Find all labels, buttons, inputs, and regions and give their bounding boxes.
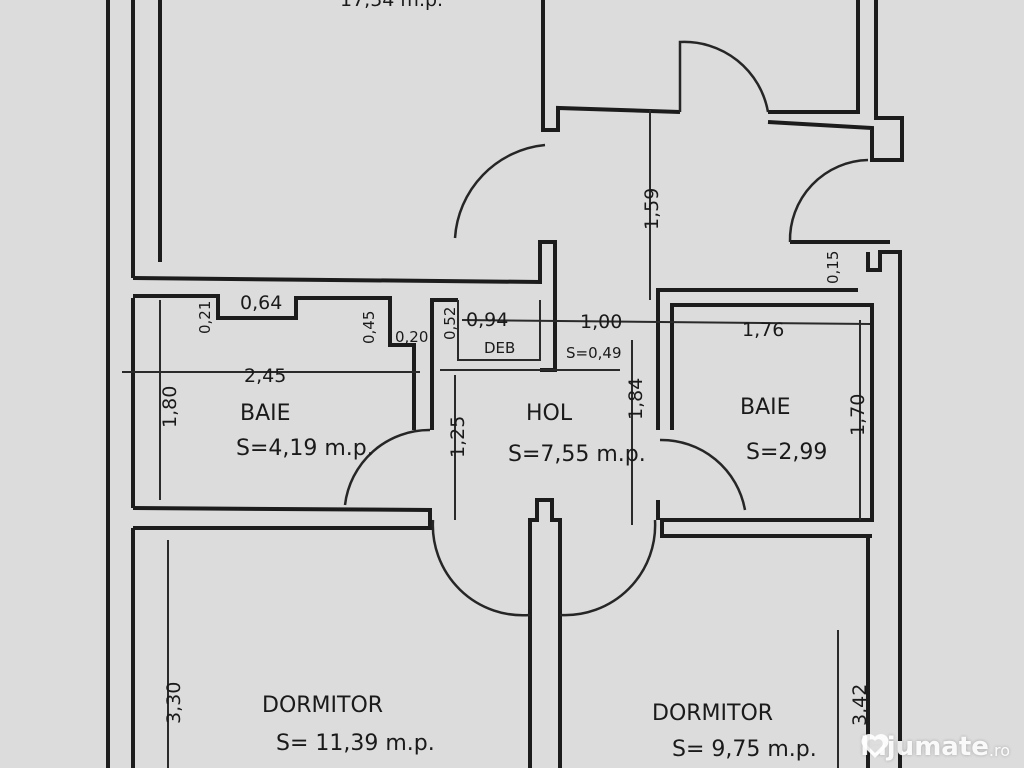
door-dormitor-left <box>431 519 531 617</box>
dim-label-1-25: 1,25 <box>447 416 469 458</box>
baie-left-name: BAIE <box>240 401 291 426</box>
top-room-area-label: 17,54 m.p. <box>340 0 443 11</box>
dim-label-0-20: 0,20 <box>395 328 428 346</box>
door-top-room <box>453 143 546 239</box>
baie-left-wall-top <box>133 294 416 430</box>
dormitor-left-area: S= 11,39 m.p. <box>276 731 435 756</box>
hol-wall-right-top <box>656 288 858 430</box>
baie-left-area: S=4,19 m.p. <box>236 436 374 461</box>
dim-label-0-94: 0,94 <box>466 309 508 331</box>
dim-label-1-00: 1,00 <box>580 311 622 333</box>
baie-right-name: BAIE <box>740 395 791 420</box>
dim-label-1-80: 1,80 <box>159 386 181 428</box>
recess-wall-right <box>768 0 860 114</box>
dormitor-right-area: S= 9,75 m.p. <box>672 737 817 762</box>
watermark: lajumate .ro <box>860 732 1010 762</box>
dim-label-2-45: 2,45 <box>244 365 286 387</box>
dormitor-left-name: DORMITOR <box>262 693 383 718</box>
dim-label-1-76: 1,76 <box>742 319 784 341</box>
door-right-corridor <box>788 158 869 243</box>
deb-area-label: S=0,49 <box>566 344 622 362</box>
watermark-tld: .ro <box>988 740 1010 760</box>
hol-area: S=7,55 m.p. <box>508 442 646 467</box>
deb-closet <box>457 300 541 361</box>
dim-label-1-70: 1,70 <box>847 394 869 436</box>
dim-label-0-15: 0,15 <box>824 251 842 284</box>
hol-name: HOL <box>526 401 573 426</box>
door-dormitor-right <box>559 519 657 617</box>
recess-wall-right-outer <box>767 0 904 162</box>
baie-right-walls <box>660 303 874 538</box>
dim-label-1-84: 1,84 <box>625 378 647 420</box>
dim-label-1-59: 1,59 <box>641 188 663 230</box>
dim-label-0-52: 0,52 <box>441 307 459 340</box>
dim-label-0-64: 0,64 <box>240 292 282 314</box>
deb-label: DEB <box>484 339 515 357</box>
recess-wall-left <box>541 0 681 132</box>
dormitor-right-name: DORMITOR <box>652 701 773 726</box>
bedroom-divider-wall <box>528 498 562 768</box>
baie-left-wall-right <box>430 298 458 430</box>
dim-label-3-30: 3,30 <box>163 682 185 724</box>
dim-label-0-21: 0,21 <box>196 301 214 334</box>
heart-logo-icon <box>861 734 889 758</box>
door-baie-right <box>659 438 747 511</box>
outer-wall-right <box>866 250 902 768</box>
dim-line-top-row <box>461 319 871 325</box>
baie-right-area: S=2,99 <box>746 440 827 465</box>
dim-label-3-42: 3,42 <box>849 684 871 726</box>
dim-label-0-45: 0,45 <box>360 311 378 344</box>
door-baie-left <box>343 428 431 506</box>
baie-left-wall-bottom <box>132 506 432 530</box>
door-top-recess <box>678 40 770 113</box>
